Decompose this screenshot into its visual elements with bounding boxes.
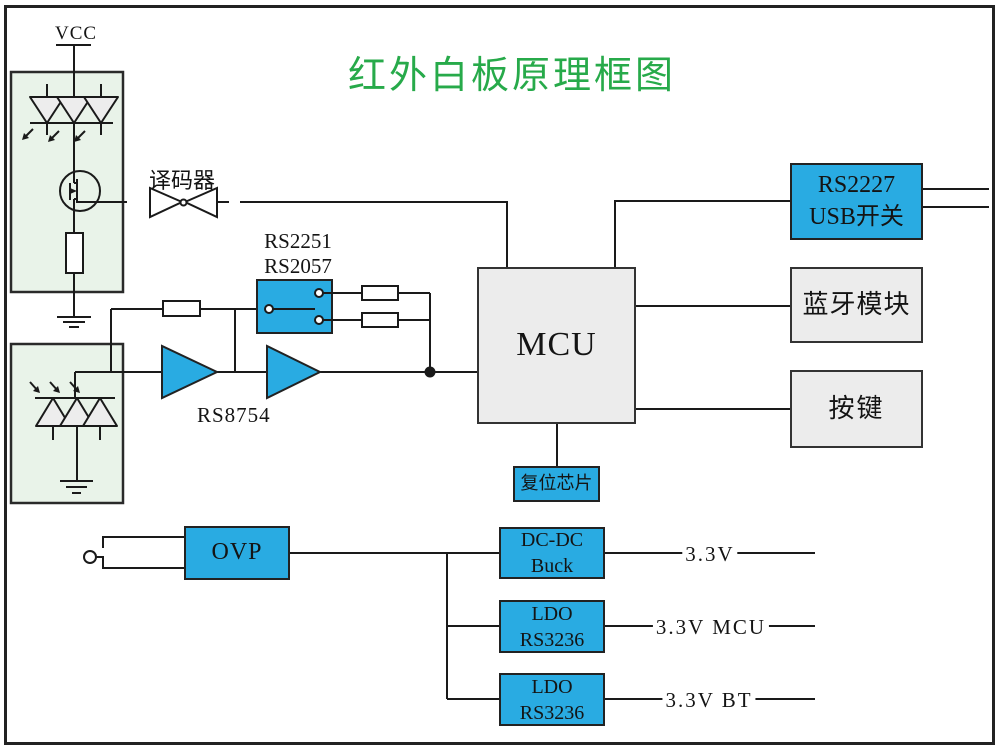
vcc-terminal bbox=[56, 44, 91, 97]
incident-light-arrows-icon bbox=[29, 381, 80, 393]
block-ovp: OVP bbox=[184, 526, 290, 580]
photodiode-array-icon bbox=[29, 372, 118, 494]
wire-switch-outputs bbox=[323, 292, 431, 372]
switch-ic-label-2: RS2057 bbox=[264, 254, 332, 278]
resistor bbox=[361, 285, 399, 301]
block-ldo-mcu: LDO RS3236 bbox=[499, 600, 605, 653]
ir-led-array-icon bbox=[22, 84, 119, 183]
ground-icon bbox=[57, 316, 91, 328]
block-keys-label: 按键 bbox=[828, 394, 885, 424]
amplifier-icon bbox=[161, 344, 220, 400]
block-ldo1-label-2: RS3236 bbox=[519, 628, 585, 651]
block-ldo1-label-1: LDO bbox=[531, 602, 573, 625]
ground-icon bbox=[60, 480, 93, 494]
vcc-label: VCC bbox=[55, 23, 98, 44]
block-ldo-bt: LDO RS3236 bbox=[499, 673, 605, 726]
analog-switch-icon bbox=[256, 279, 333, 334]
block-keys: 按键 bbox=[790, 370, 923, 448]
amplifier-ic-label: RS8754 bbox=[197, 403, 271, 427]
block-ldo2-label-1: LDO bbox=[531, 675, 573, 698]
decoder-valve-icon bbox=[149, 186, 508, 267]
switch-ic-label-1: RS2251 bbox=[264, 229, 332, 253]
rail-label-3v3-mcu: 3.3V MCU bbox=[652, 615, 770, 640]
block-usb-switch-label-2: USB开关 bbox=[809, 203, 904, 230]
block-reset-chip-label: 复位芯片 bbox=[520, 473, 593, 494]
block-mcu-label: MCU bbox=[516, 326, 597, 364]
resistor bbox=[65, 232, 84, 274]
junction-dot bbox=[424, 366, 436, 378]
block-ovp-label: OVP bbox=[211, 539, 263, 566]
power-connector-icon bbox=[83, 536, 184, 569]
rail-label-3v3-bt: 3.3V BT bbox=[662, 688, 756, 713]
page-title: 红外白板原理框图 bbox=[348, 55, 677, 97]
block-bluetooth: 蓝牙模块 bbox=[790, 267, 923, 343]
block-usb-switch-label-1: RS2227 bbox=[817, 172, 896, 199]
block-dcdc-label-2: Buck bbox=[530, 555, 574, 577]
wire-mcu-peripherals bbox=[556, 188, 989, 466]
rail-label-3v3: 3.3V bbox=[682, 542, 738, 567]
block-dcdc-buck: DC-DC Buck bbox=[499, 527, 605, 579]
resistor bbox=[162, 300, 201, 317]
block-bluetooth-label: 蓝牙模块 bbox=[802, 290, 911, 320]
wire-feedback-network bbox=[110, 308, 265, 372]
block-ldo2-label-2: RS3236 bbox=[519, 701, 585, 724]
block-usb-switch: RS2227 USB开关 bbox=[790, 163, 923, 240]
outer-border bbox=[4, 5, 995, 745]
resistor bbox=[361, 312, 399, 328]
block-dcdc-label-1: DC-DC bbox=[520, 529, 584, 551]
amplifier-icon bbox=[266, 344, 323, 400]
block-mcu: MCU bbox=[477, 267, 636, 424]
mosfet-icon bbox=[59, 170, 127, 233]
decoder-label: 译码器 bbox=[148, 168, 215, 193]
wire-mcu-usbswitch bbox=[614, 200, 790, 267]
block-reset-chip: 复位芯片 bbox=[513, 466, 600, 502]
led-emission-arrows-icon bbox=[22, 128, 86, 142]
